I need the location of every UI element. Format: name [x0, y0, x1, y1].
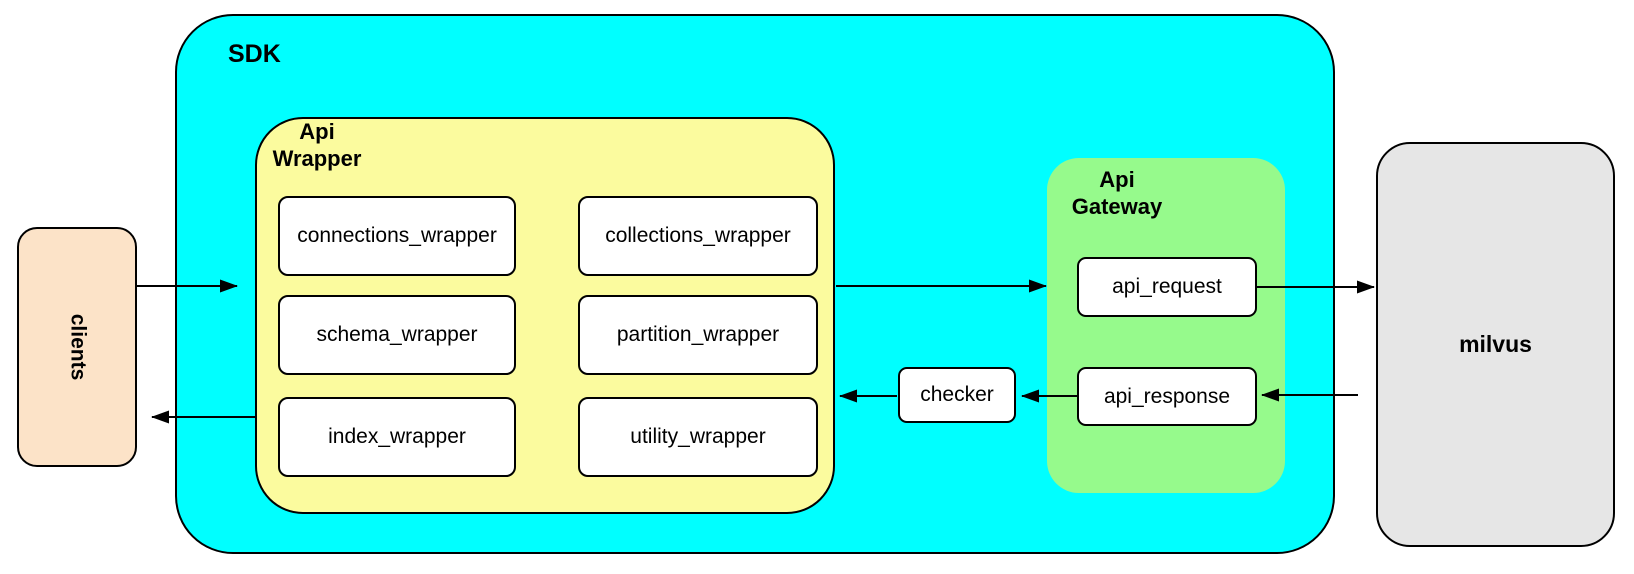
api-wrapper-label-line1: Api — [299, 119, 335, 144]
node-milvus: milvus — [1376, 142, 1615, 547]
api-gateway-container — [1047, 158, 1285, 493]
clients-label: clients — [66, 313, 89, 381]
api-wrapper-label: Api Wrapper — [255, 118, 379, 172]
api-gateway-label-line1: Api — [1099, 167, 1135, 192]
node-schema-wrapper: schema_wrapper — [278, 295, 516, 375]
sdk-label: SDK — [228, 40, 281, 68]
api-gateway-label: Api Gateway — [1057, 166, 1177, 220]
node-connections-wrapper: connections_wrapper — [278, 196, 516, 276]
node-partition-wrapper: partition_wrapper — [578, 295, 818, 375]
node-api-response: api_response — [1077, 367, 1257, 426]
node-checker: checker — [898, 367, 1016, 423]
node-collections-wrapper: collections_wrapper — [578, 196, 818, 276]
node-clients: clients — [17, 227, 137, 467]
node-api-request: api_request — [1077, 257, 1257, 317]
api-gateway-label-line2: Gateway — [1071, 194, 1163, 219]
node-index-wrapper: index_wrapper — [278, 397, 516, 477]
node-utility-wrapper: utility_wrapper — [578, 397, 818, 477]
api-wrapper-label-line2: Wrapper — [272, 146, 362, 171]
